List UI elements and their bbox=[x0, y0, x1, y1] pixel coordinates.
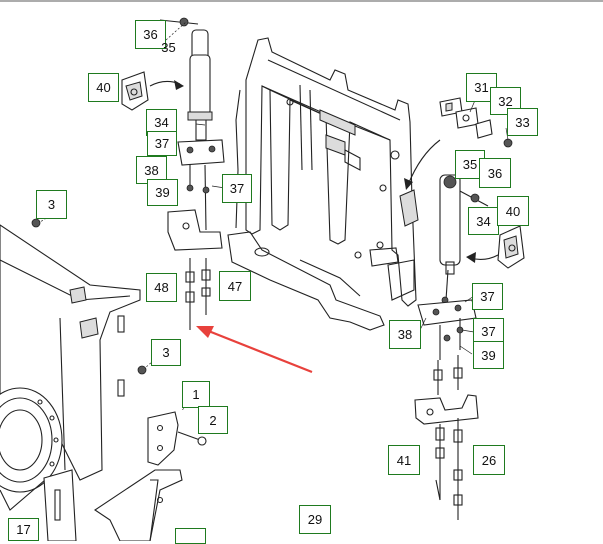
bolt-2 bbox=[31, 218, 207, 446]
lower-left-brackets bbox=[43, 411, 183, 541]
callout-41[interactable]: 41 bbox=[388, 445, 420, 475]
callout-39-right[interactable]: 39 bbox=[473, 341, 504, 369]
callout-37-left-bottom[interactable]: 37 bbox=[222, 174, 252, 203]
callout-17[interactable]: 17 bbox=[8, 518, 39, 541]
callout-39-left[interactable]: 39 bbox=[147, 179, 178, 206]
callout-37-left-top[interactable]: 37 bbox=[147, 131, 177, 156]
callout-38-right[interactable]: 38 bbox=[389, 320, 421, 349]
hinge-kit-parts bbox=[439, 97, 513, 148]
callout-37-right-bottom[interactable]: 37 bbox=[473, 318, 504, 345]
leader-line bbox=[407, 139, 441, 186]
callout-32[interactable]: 32 bbox=[490, 87, 521, 115]
callout-26[interactable]: 26 bbox=[473, 445, 505, 475]
left-body-panel bbox=[0, 224, 141, 511]
callout-36-right[interactable]: 36 bbox=[479, 158, 511, 188]
callout-40-left[interactable]: 40 bbox=[88, 73, 119, 102]
callout-47[interactable]: 47 bbox=[219, 271, 251, 301]
curved-leader-arrow-icon bbox=[466, 252, 476, 263]
callout-36-left[interactable]: 36 bbox=[135, 20, 166, 49]
callout-33[interactable]: 33 bbox=[507, 108, 538, 136]
left-cylinder-assembly bbox=[159, 17, 225, 330]
callout-35-left[interactable]: 35 bbox=[161, 39, 176, 55]
callout-29[interactable]: 29 bbox=[299, 505, 331, 534]
callout-partial-bottom[interactable]: ... bbox=[175, 528, 206, 544]
right-cylinder-assembly bbox=[414, 174, 489, 520]
red-pointer-arrow-icon bbox=[205, 328, 313, 374]
callout-3-lower[interactable]: 3 bbox=[151, 339, 181, 366]
callout-48[interactable]: 48 bbox=[146, 273, 177, 302]
curved-leader-arrow-icon bbox=[404, 178, 413, 190]
callout-3-upper[interactable]: 3 bbox=[36, 190, 67, 219]
callout-1[interactable]: 1 bbox=[182, 381, 210, 408]
bracket-40-left bbox=[121, 71, 149, 111]
callout-37-right-top[interactable]: 37 bbox=[472, 283, 503, 310]
callout-40-right[interactable]: 40 bbox=[497, 196, 529, 226]
callout-34-right[interactable]: 34 bbox=[468, 207, 499, 235]
bracket-40-right bbox=[497, 225, 525, 269]
red-pointer-arrow-icon bbox=[196, 326, 214, 338]
callout-2[interactable]: 2 bbox=[198, 406, 228, 434]
main-frame bbox=[227, 37, 419, 331]
callout-35-right[interactable]: 35 bbox=[455, 150, 485, 179]
curved-leader-arrow-icon bbox=[174, 80, 184, 90]
